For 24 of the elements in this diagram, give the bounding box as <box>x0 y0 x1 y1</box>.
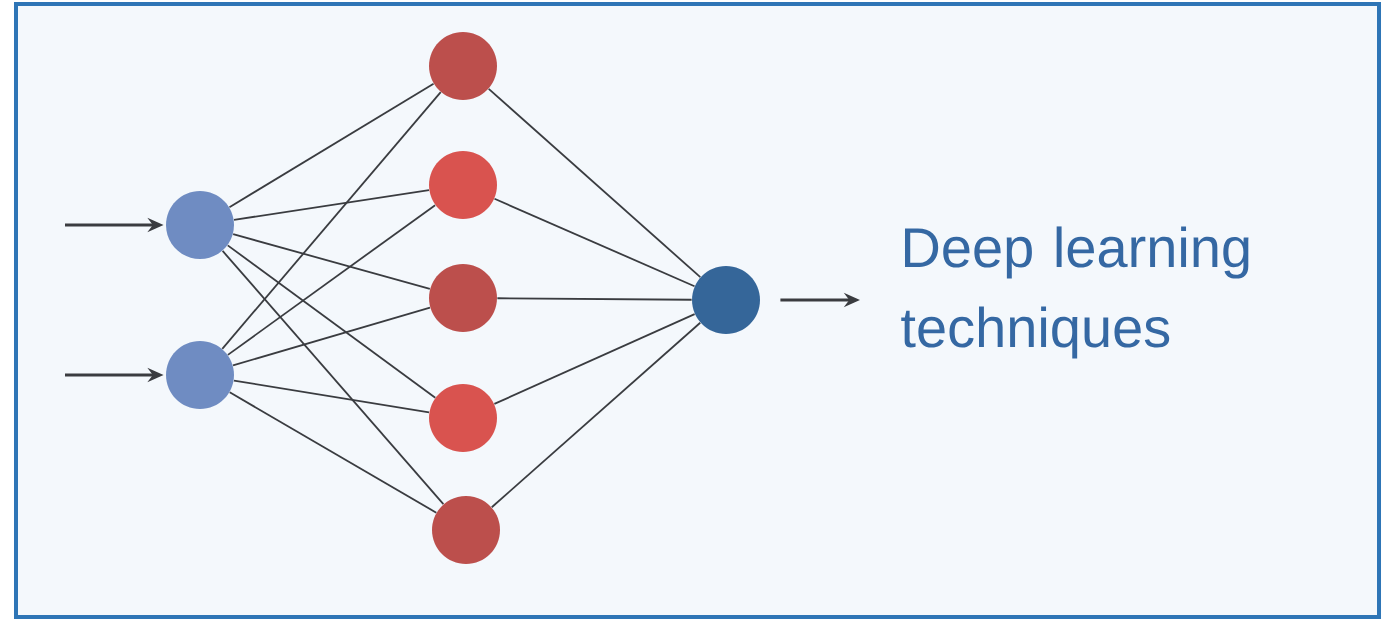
neuron-circle <box>429 384 497 452</box>
connection-line <box>226 244 437 399</box>
connection-line <box>233 189 430 221</box>
neuron-circle <box>429 32 497 100</box>
connection-line <box>496 297 693 301</box>
neuron-circle <box>692 266 760 334</box>
heading-text: Deep learning techniques <box>901 226 1249 359</box>
connection-line <box>228 391 438 514</box>
neuron-circle <box>429 151 497 219</box>
connection-line <box>221 250 445 505</box>
connection-line <box>493 313 696 405</box>
connection-line <box>221 91 442 350</box>
connection-line <box>227 204 436 356</box>
connection-line <box>493 197 696 288</box>
neuron-circle <box>432 496 500 564</box>
connection-line <box>233 379 430 414</box>
connection-line <box>232 306 431 367</box>
connection-line <box>232 233 431 290</box>
connection-line <box>228 82 435 209</box>
connection-line <box>490 321 702 509</box>
neuron-circle <box>166 191 234 259</box>
connection-line <box>487 87 702 279</box>
neuron-circle <box>429 264 497 332</box>
neuron-circle <box>166 341 234 409</box>
